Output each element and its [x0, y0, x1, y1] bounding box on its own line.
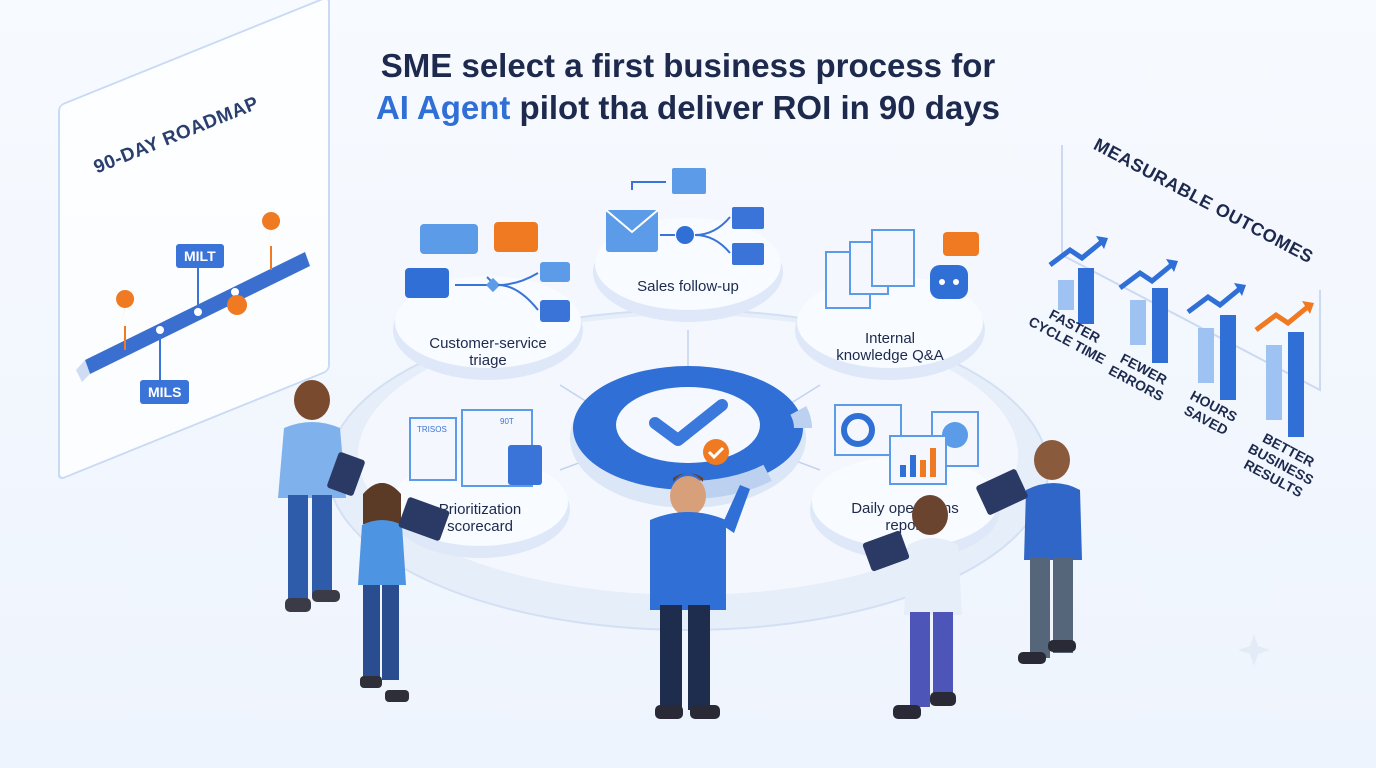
sparkle-icon	[1238, 634, 1270, 666]
pin-icon	[262, 212, 281, 270]
robot-icon	[930, 265, 968, 299]
page-title-line1: SME select a first business process for	[380, 47, 996, 84]
roadmap-timeline	[76, 212, 310, 385]
growth-chart-icon	[1118, 259, 1178, 363]
tablet-icon	[862, 530, 910, 572]
page-title-line2: AI Agent pilot tha deliver ROI in 90 day…	[0, 89, 1376, 127]
pin-icon	[116, 290, 135, 350]
chat-bubbles-icon	[405, 222, 570, 322]
person-standing	[976, 440, 1082, 664]
pin-icon	[227, 295, 248, 315]
outcomes-panel	[1048, 145, 1321, 437]
person-standing	[278, 380, 365, 612]
envelope-icon	[605, 168, 764, 265]
doc-header-label: TRISOS	[417, 425, 447, 434]
person-standing	[358, 483, 450, 702]
calculator-icon	[508, 445, 542, 485]
title-accent: AI Agent	[375, 89, 511, 126]
scorecard-icon: TRISOS 90T	[409, 409, 542, 487]
growth-chart-icon	[1254, 301, 1314, 437]
tablet-icon	[327, 452, 365, 496]
person-standing	[650, 473, 750, 719]
platform-prioritization: Prioritization scorecard	[438, 501, 522, 535]
milestone-tag-top: MILT	[176, 244, 224, 268]
growth-chart-icon	[1048, 236, 1108, 324]
milestone-tag-bottom: MILS	[140, 380, 190, 404]
title-rest: pilot tha deliver ROI in 90 days	[510, 89, 1001, 126]
platform-sales-follow-up: Sales follow-up	[637, 278, 739, 295]
checkmark-icon	[649, 399, 728, 446]
platform-customer-service: Customer-service triage	[429, 335, 547, 369]
person-standing	[862, 495, 962, 719]
report-charts-icon	[834, 404, 979, 485]
platform-internal-knowledge: Internal knowledge Q&A	[836, 330, 944, 364]
tablet-icon	[976, 469, 1028, 515]
tablet-icon	[398, 497, 450, 541]
growth-chart-icon	[1186, 283, 1246, 400]
documents-icon	[825, 229, 979, 309]
doc-badge-label: 90T	[500, 417, 514, 426]
